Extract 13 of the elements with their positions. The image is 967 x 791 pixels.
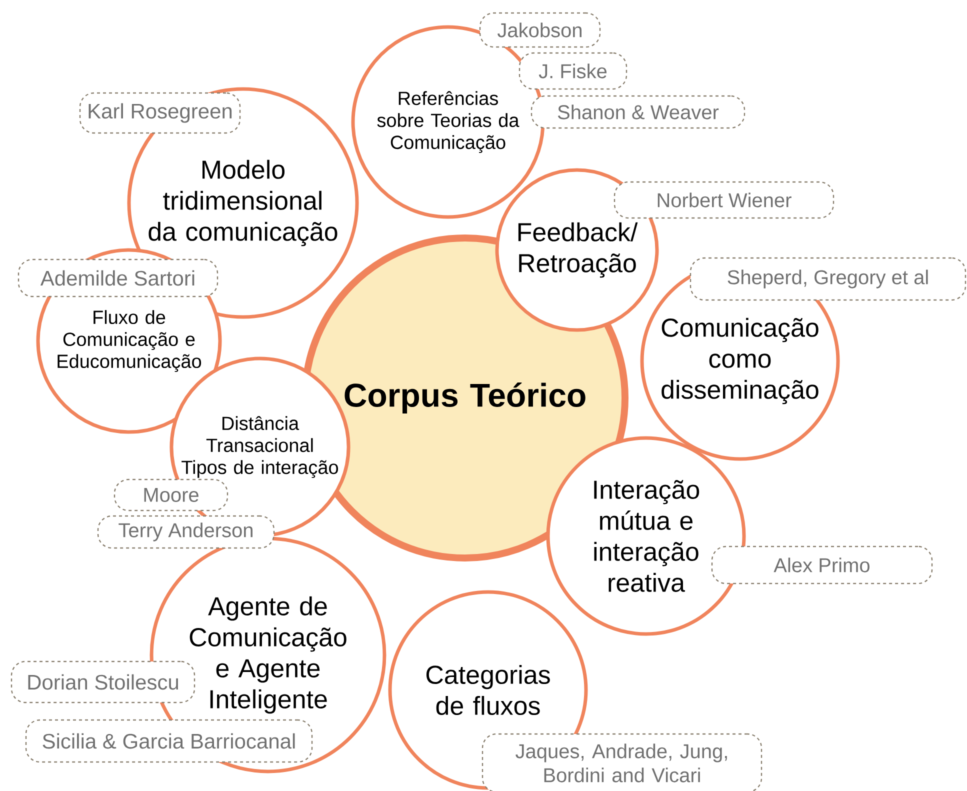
author-tag: Dorian Stoilescu	[10, 660, 196, 704]
author-tag: Moore	[114, 478, 228, 512]
author-tag: Terry Anderson	[97, 515, 275, 549]
author-tag: Karl Rosegreen	[79, 92, 241, 134]
author-tag: Norbert Wiener	[614, 181, 834, 219]
author-tag: J. Fiske	[518, 52, 628, 90]
author-tag: Sheperd, Gregory et al	[690, 257, 966, 301]
author-tag: Alex Primo	[711, 546, 933, 584]
author-tag: Jakobson	[479, 12, 601, 48]
author-tag: Sicilia & Garcia Barriocanal	[25, 719, 313, 763]
author-tag: Ademilde Sartori	[18, 258, 218, 298]
author-tag: Shanon & Weaver	[530, 95, 746, 129]
author-tag: Jaques, Andrade, Jung, Bordini and Vicari	[482, 733, 762, 791]
